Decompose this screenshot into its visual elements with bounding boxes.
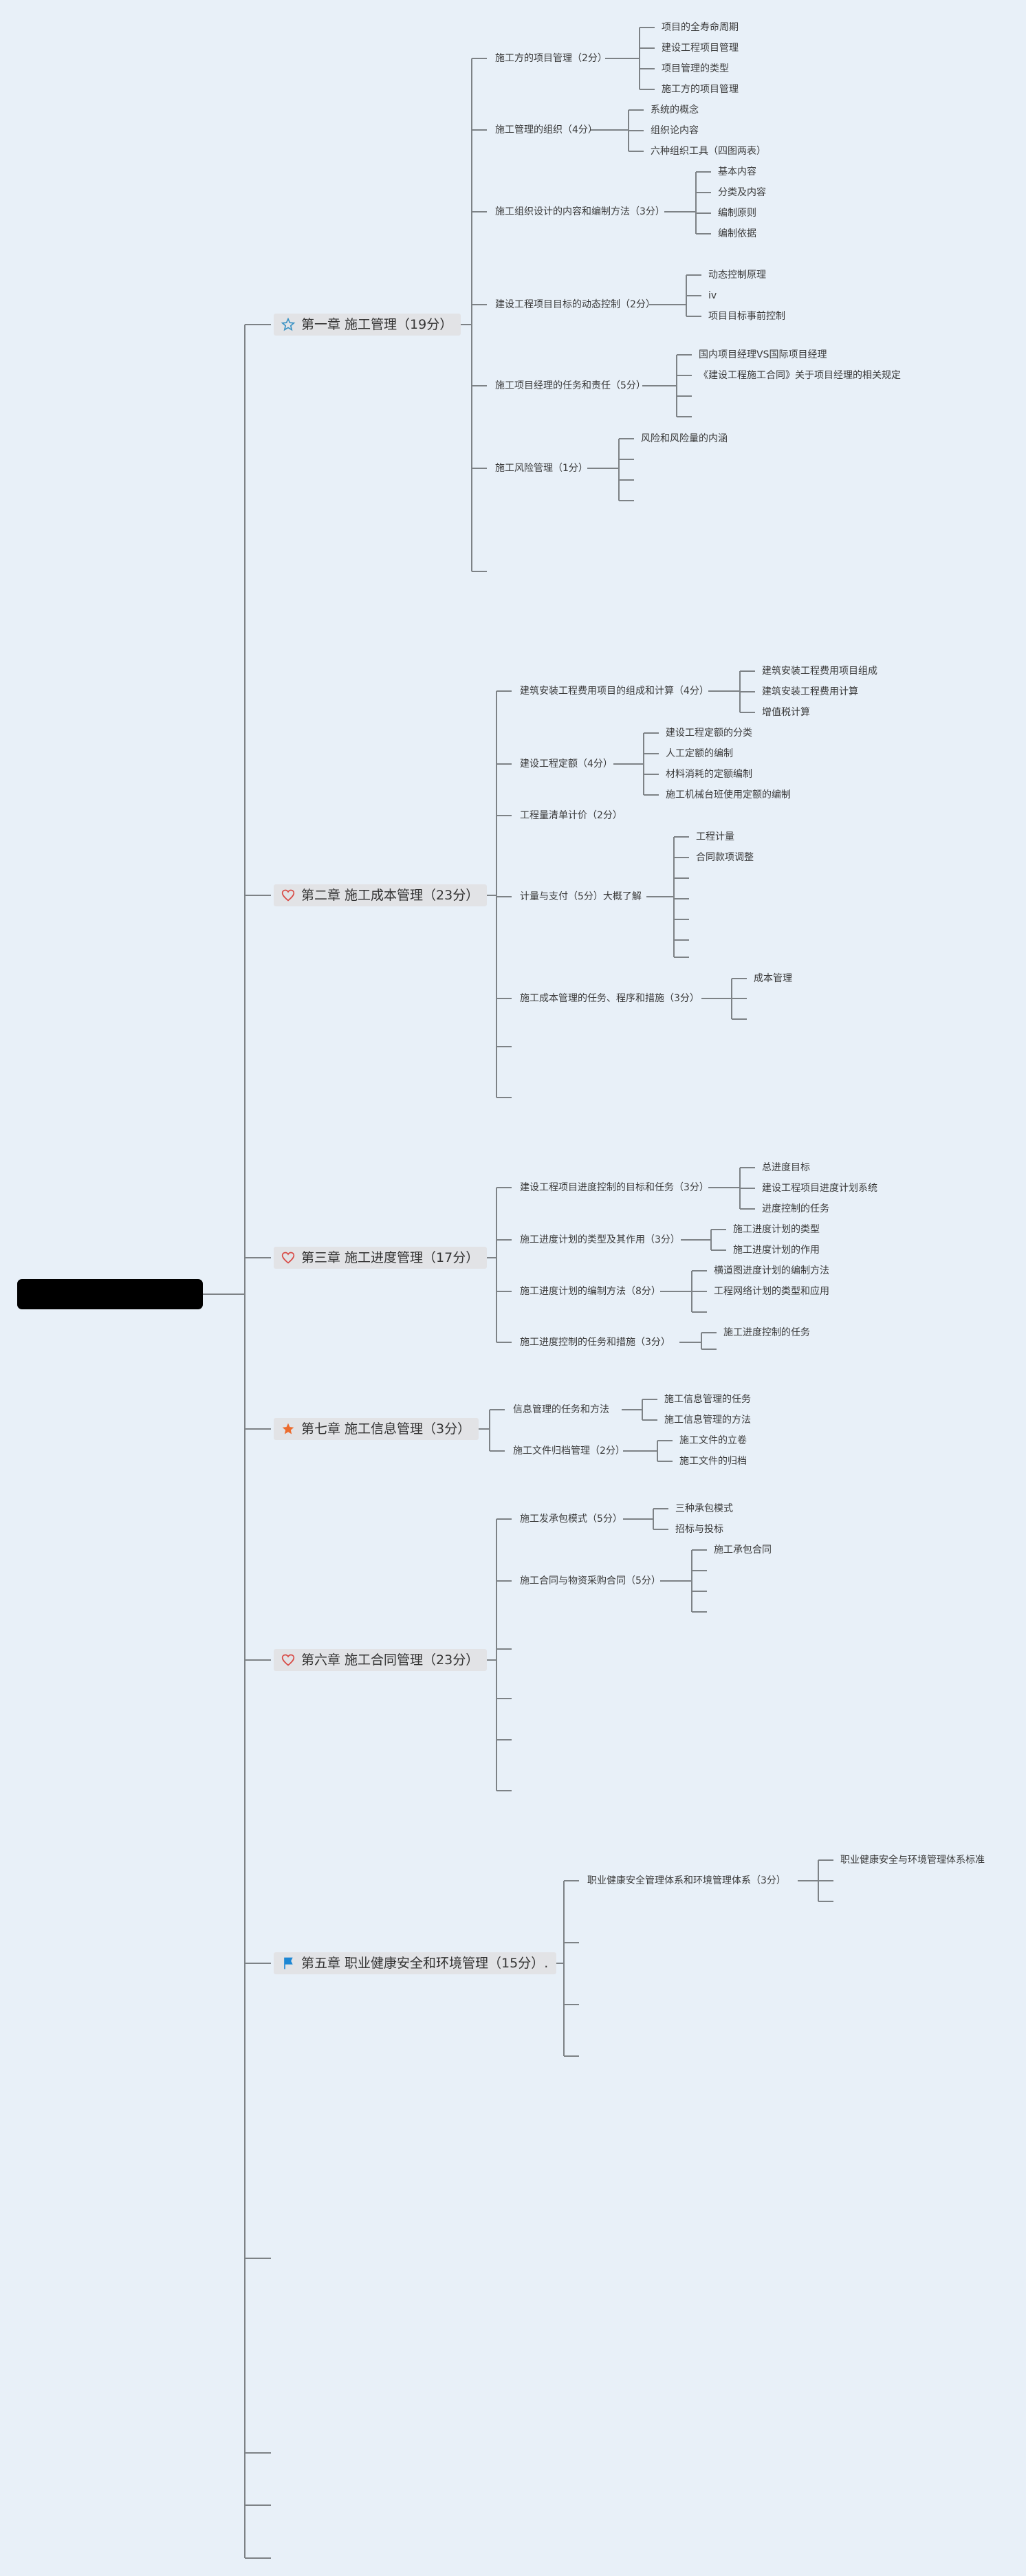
heart-outline-icon <box>281 889 295 902</box>
leaf-node[interactable]: 职业健康安全与环境管理体系标准 <box>840 1855 985 1866</box>
topic-node[interactable]: 施工管理的组织（4分） <box>495 124 598 135</box>
leaf-node[interactable]: 招标与投标 <box>675 1524 723 1535</box>
topic-node[interactable]: 建设工程项目进度控制的目标和任务（3分） <box>520 1182 709 1193</box>
topic-node[interactable]: 施工方的项目管理（2分） <box>495 53 607 64</box>
leaf-node[interactable]: 施工机械台班使用定额的编制 <box>666 789 791 800</box>
leaf-node[interactable]: 组织论内容 <box>651 125 699 136</box>
root-node[interactable] <box>17 1279 203 1309</box>
leaf-node[interactable]: 动态控制原理 <box>708 270 766 281</box>
topic-node[interactable]: 计量与支付（5分）大概了解 <box>520 891 642 902</box>
topic-node[interactable]: 建设工程项目目标的动态控制（2分） <box>495 299 655 310</box>
leaf-node[interactable]: 建筑安装工程费用项目组成 <box>762 666 877 677</box>
topic-node[interactable]: 施工进度计划的类型及其作用（3分） <box>520 1234 680 1245</box>
topic-node[interactable]: 施工进度计划的编制方法（8分） <box>520 1286 661 1297</box>
chapter-node[interactable]: 第一章 施工管理（19分） <box>274 314 461 336</box>
topic-node[interactable]: 施工合同与物资采购合同（5分） <box>520 1575 661 1586</box>
chapter-node[interactable]: 第五章 职业健康安全和环境管理（15分）. <box>274 1952 557 1974</box>
leaf-node[interactable]: 工程计量 <box>696 831 734 842</box>
topic-node[interactable]: 施工文件归档管理（2分） <box>513 1445 625 1456</box>
leaf-node[interactable]: 施工方的项目管理 <box>662 84 739 95</box>
chapter-label: 第六章 施工合同管理（23分） <box>301 1652 479 1668</box>
leaf-node[interactable]: 基本内容 <box>718 166 756 177</box>
topic-node[interactable]: 施工成本管理的任务、程序和措施（3分） <box>520 993 699 1004</box>
chapter-node[interactable]: 第七章 施工信息管理（3分） <box>274 1418 479 1440</box>
leaf-node[interactable]: iv <box>708 290 717 301</box>
leaf-node[interactable]: 成本管理 <box>754 973 792 984</box>
leaf-node[interactable]: 建设工程项目进度计划系统 <box>762 1183 877 1194</box>
leaf-node[interactable]: 材料消耗的定额编制 <box>666 769 752 780</box>
leaf-node[interactable]: 系统的概念 <box>651 105 699 116</box>
leaf-node[interactable]: 三种承包模式 <box>675 1503 733 1514</box>
topic-node[interactable]: 职业健康安全管理体系和环境管理体系（3分） <box>587 1875 786 1886</box>
topic-node[interactable]: 施工组织设计的内容和编制方法（3分） <box>495 206 665 217</box>
leaf-node[interactable]: 施工进度控制的任务 <box>723 1327 810 1338</box>
topic-node[interactable]: 信息管理的任务和方法 <box>513 1404 609 1415</box>
flag-icon <box>284 1957 293 1969</box>
leaf-node[interactable]: 施工信息管理的方法 <box>664 1415 751 1426</box>
chapter-label: 第七章 施工信息管理（3分） <box>301 1421 471 1437</box>
star-outline-icon <box>281 318 296 331</box>
leaf-node[interactable]: 增值税计算 <box>762 707 810 718</box>
chapter-label: 第三章 施工进度管理（17分） <box>301 1250 479 1265</box>
leaf-node[interactable]: 建设工程项目管理 <box>662 43 739 54</box>
heart-outline-icon <box>281 1252 295 1264</box>
topic-node[interactable]: 施工发承包模式（5分） <box>520 1514 622 1525</box>
leaf-node[interactable]: 编制依据 <box>718 228 756 239</box>
chapter-node[interactable]: 第二章 施工成本管理（23分） <box>274 884 488 906</box>
leaf-node[interactable]: 建设工程定额的分类 <box>666 728 752 739</box>
heart-outline-icon <box>281 1654 295 1666</box>
chapter-node[interactable]: 第六章 施工合同管理（23分） <box>274 1649 488 1671</box>
leaf-node[interactable]: 六种组织工具（四图两表） <box>651 146 766 157</box>
chapter-label: 第一章 施工管理（19分） <box>301 317 453 332</box>
topic-node[interactable]: 施工风险管理（1分） <box>495 463 588 474</box>
leaf-node[interactable]: 施工进度计划的类型 <box>733 1224 820 1235</box>
leaf-node[interactable]: 施工信息管理的任务 <box>664 1394 751 1405</box>
leaf-node[interactable]: 施工进度计划的作用 <box>733 1245 820 1256</box>
topic-node[interactable]: 施工进度控制的任务和措施（3分） <box>520 1337 670 1348</box>
topic-node[interactable]: 建筑安装工程费用项目的组成和计算（4分） <box>520 686 709 697</box>
leaf-node[interactable]: 总进度目标 <box>762 1162 810 1173</box>
leaf-node[interactable]: 项目目标事前控制 <box>708 311 785 322</box>
star-filled-icon <box>282 1423 294 1434</box>
chapter-label: 第五章 职业健康安全和环境管理（15分）. <box>301 1956 549 1971</box>
leaf-node[interactable]: 横道图进度计划的编制方法 <box>714 1265 829 1276</box>
leaf-node[interactable]: 项目管理的类型 <box>662 63 729 74</box>
leaf-node[interactable]: 《建设工程施工合同》关于项目经理的相关规定 <box>699 370 901 381</box>
leaf-node[interactable]: 进度控制的任务 <box>762 1203 829 1214</box>
leaf-node[interactable]: 合同款项调整 <box>696 852 754 863</box>
leaf-node[interactable]: 施工承包合同 <box>714 1544 772 1556</box>
topic-node[interactable]: 施工项目经理的任务和责任（5分） <box>495 380 646 391</box>
leaf-node[interactable]: 项目的全寿命周期 <box>662 22 739 33</box>
leaf-node[interactable]: 施工文件的立卷 <box>679 1435 747 1446</box>
topic-node[interactable]: 工程量清单计价（2分） <box>520 810 622 821</box>
leaf-node[interactable]: 分类及内容 <box>718 187 766 198</box>
leaf-node[interactable]: 人工定额的编制 <box>666 748 733 759</box>
chapter-label: 第二章 施工成本管理（23分） <box>301 888 479 903</box>
topic-node[interactable]: 建设工程定额（4分） <box>520 758 613 769</box>
leaf-node[interactable]: 建筑安装工程费用计算 <box>762 686 858 697</box>
chapter-node[interactable]: 第三章 施工进度管理（17分） <box>274 1247 488 1269</box>
leaf-node[interactable]: 国内项目经理VS国际项目经理 <box>699 349 827 360</box>
leaf-node[interactable]: 工程网络计划的类型和应用 <box>714 1286 829 1297</box>
leaf-node[interactable]: 风险和风险量的内涵 <box>641 433 728 444</box>
leaf-node[interactable]: 施工文件的归档 <box>679 1456 747 1467</box>
leaf-node[interactable]: 编制原则 <box>718 208 756 219</box>
